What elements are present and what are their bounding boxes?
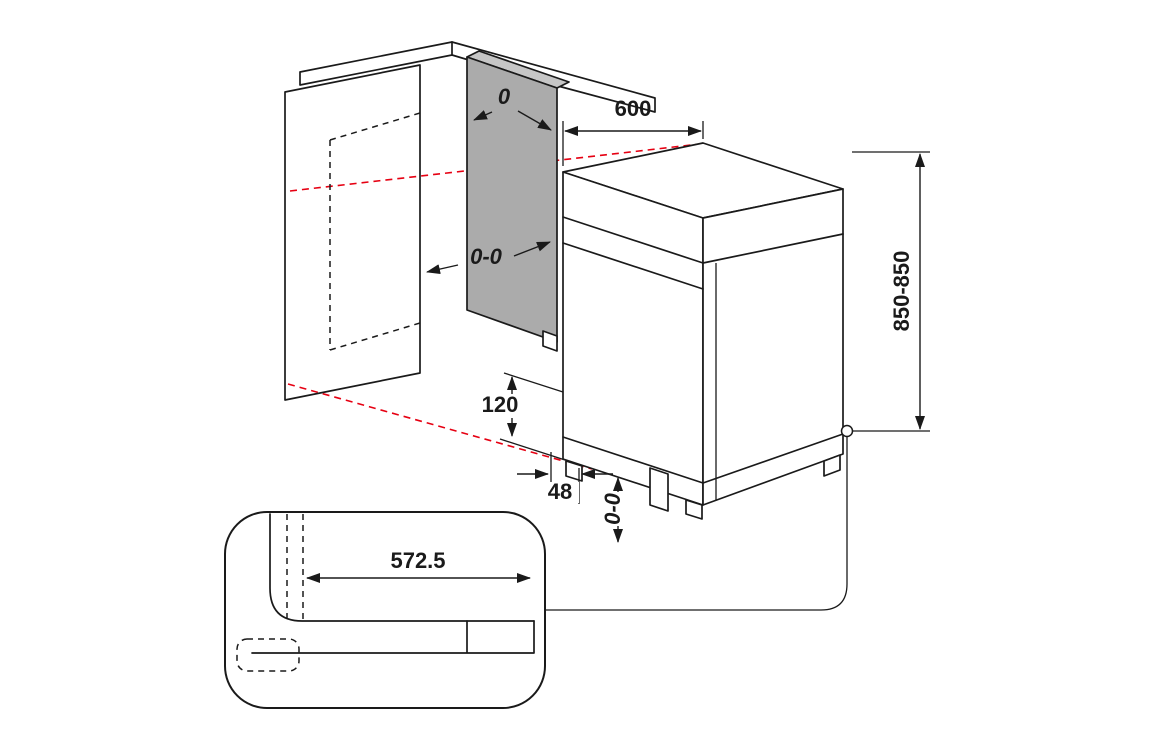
dishwasher-side-face [702, 188, 844, 506]
detail-inset-frame [224, 511, 546, 709]
width-dimension: 600 [562, 96, 704, 166]
width-extension-lines [562, 121, 704, 166]
top-gap-arrow-left [473, 110, 493, 121]
countertop-edge [299, 41, 453, 86]
foot-front-left [565, 460, 583, 482]
top-gap-arrow-right [517, 110, 552, 131]
side-panel-face [466, 56, 558, 343]
door-bottom-line [562, 436, 704, 484]
bottom-gap-label: 0-0 [600, 492, 625, 525]
leader-line [545, 424, 854, 611]
alignment-guide-bottom [287, 383, 593, 470]
side-panel [466, 50, 570, 352]
foot-front-middle [649, 467, 669, 512]
detail-hidden-foot [236, 638, 300, 672]
detail-plinth-lines [251, 620, 535, 654]
side-gap-arrow [513, 241, 551, 257]
height-dimension: 850-850 [852, 151, 930, 432]
plinth-height-label: 120 [482, 392, 519, 417]
niche-hidden-edges [329, 112, 421, 351]
detail-hidden-verticals [286, 514, 304, 621]
niche-arrow [426, 264, 459, 275]
detail-panel-profile [269, 513, 535, 622]
control-panel-line [562, 242, 704, 290]
plinth-height-dimension: 120 [477, 372, 566, 461]
leader-path [545, 437, 848, 611]
dishwasher-front-face [562, 171, 704, 506]
detail-inset: 572.5 [224, 511, 546, 709]
foot-rear-right [823, 454, 841, 477]
side-plinth-line [702, 433, 844, 484]
height-extension-lines [852, 151, 930, 432]
height-dimension-label: 850-850 [889, 251, 914, 332]
foot-inset-label-backing [541, 482, 579, 503]
bottom-gap-label-backing [607, 489, 633, 529]
top-gap-label: 0 [498, 84, 511, 109]
bottom-gap-annotation: 0-0 [600, 477, 633, 543]
side-gap-annotation: 0-0 [470, 241, 551, 269]
top-gap-annotation: 0 [473, 84, 552, 131]
detail-depth-label: 572.5 [390, 548, 445, 573]
detail-depth-dimension: 572.5 [306, 548, 531, 583]
foot-inset-dimension: 48 [517, 452, 613, 504]
kitchen-cabinet [284, 41, 656, 401]
foot-inset-label: 48 [548, 479, 572, 504]
foot-front-right [685, 499, 703, 520]
side-panel-foot [542, 330, 558, 352]
dishwasher [562, 142, 844, 520]
side-gap-label: 0-0 [470, 244, 503, 269]
plinth-label-backing [477, 394, 524, 418]
reference-circle [840, 424, 854, 438]
worktop-edge-lines [562, 216, 844, 264]
cabinet-outline [284, 64, 421, 401]
width-dimension-label: 600 [615, 96, 652, 121]
